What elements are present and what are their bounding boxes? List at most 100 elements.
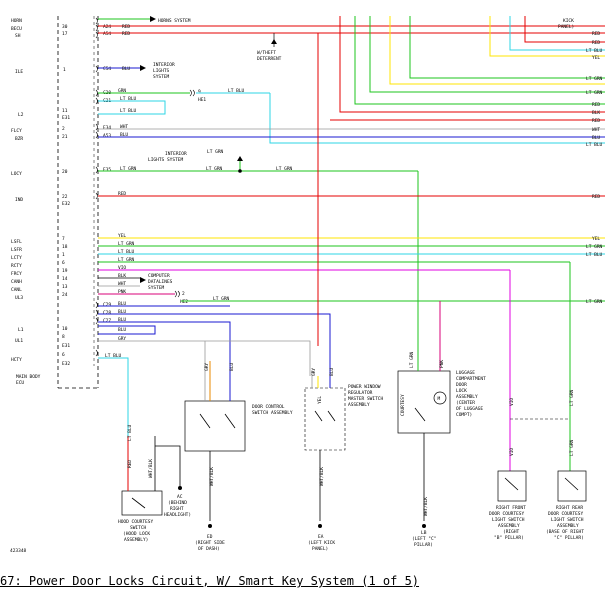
wire-label: LT GRN: [276, 166, 293, 172]
connector-label: A53: [103, 133, 111, 139]
pin-label: FRCY: [11, 271, 22, 277]
connector-label: E32: [62, 201, 70, 207]
vertical-label-courtesy: COURTESY: [400, 394, 406, 416]
connector-marker: [95, 317, 98, 325]
pin-number: 7: [62, 236, 65, 242]
pin-number: 21: [62, 134, 68, 140]
connector-marker: [95, 17, 98, 25]
label-pin2: 2: [182, 291, 185, 297]
label-interior-3: SYSTEM: [153, 74, 170, 80]
vertical-label-vio: VIO: [509, 448, 515, 456]
pin-number: 2: [62, 126, 65, 132]
label-lug-5: ASSEMBLY: [456, 394, 478, 400]
connector-marker: [95, 309, 98, 317]
vertical-label-gry: GRY: [204, 363, 210, 371]
label-ac-1: AC: [177, 494, 183, 500]
wire-label: PNK: [118, 289, 126, 295]
pin-label: BZR: [15, 136, 23, 142]
label-lug-7: OF LUGGAGE: [456, 406, 483, 412]
connector-marker: [95, 349, 98, 357]
right-label: RED: [592, 194, 600, 200]
right-label: YEL: [592, 236, 600, 242]
pin-label: CANL: [11, 287, 22, 293]
caption-text: 67: Power Door Locks Circuit, W/ Smart K…: [0, 574, 420, 588]
wire-ltgrn-right-3: [409, 16, 605, 79]
right-label: LT BLU: [586, 48, 603, 54]
pin-number: 19: [62, 268, 68, 274]
right-label-kick: KICK: [563, 18, 574, 24]
connector-marker: [95, 131, 98, 139]
arrow-comp: [140, 277, 146, 283]
right-labels: PANEL) RED RED LT BLU YEL LT GRN LT GRN …: [558, 24, 603, 305]
pin-number: 11: [62, 108, 68, 114]
label-comp-1: COMPUTER: [148, 273, 170, 279]
pin-label: FLCY: [11, 128, 22, 134]
right-label: RED: [592, 102, 600, 108]
theft-arrow-head: [271, 39, 277, 44]
pin-number: 17: [62, 31, 68, 37]
wire-label: LT BLU: [105, 353, 122, 359]
wire-label: BLU: [120, 132, 128, 138]
wire-label: BLU: [118, 301, 126, 307]
wire-label: VIO: [118, 265, 126, 271]
wire-label: LT GRN: [213, 296, 230, 302]
label-lug-4: LOCK: [456, 388, 467, 394]
pin-number: 30: [62, 24, 68, 30]
motor-symbol: [433, 391, 447, 405]
connector-marker: [95, 301, 98, 309]
wire-label: LT BLU: [120, 108, 137, 114]
wire-label: WHT: [118, 281, 126, 287]
label-hood-3: (HOOD LOCK: [123, 531, 150, 537]
connector-label: E31: [62, 115, 70, 121]
label-pw-1: POWER WINDOW: [348, 384, 381, 390]
vertical-label-red: RED: [127, 460, 133, 468]
label-rr-6: "C" PILLAR): [554, 535, 584, 541]
right-label: LT BLU: [586, 252, 603, 258]
label-lug-3: DOOR: [456, 382, 467, 388]
vertical-label-whtblk: WHT/BLK: [319, 467, 325, 486]
connector-marker: [95, 89, 98, 97]
label-lug-2: COMPARTMENT: [456, 376, 486, 382]
wire-yel-right: [489, 16, 605, 57]
connector-label: C27: [103, 318, 111, 324]
wire-label: LT GRN: [207, 149, 224, 155]
arrow-horn: [150, 16, 156, 22]
wire-label: BLU: [118, 327, 126, 333]
pin-number: 18: [62, 244, 68, 250]
ground-lb: [422, 524, 426, 528]
figure-id: 423348: [10, 548, 27, 554]
wire-label: BLU: [118, 309, 126, 315]
connector-label: E35: [103, 167, 111, 173]
vertical-label-gry: GRY: [311, 368, 317, 376]
wire-blu-c27: [98, 321, 231, 361]
label-comp-3: SYSTEM: [148, 285, 165, 291]
rf-switch-contact: [504, 477, 519, 491]
motor-label: M: [438, 396, 441, 402]
label-he1: HE1: [198, 97, 206, 103]
pin-number: 1: [63, 67, 66, 73]
connector-label: C28: [103, 310, 111, 316]
pin-label: CANH: [11, 279, 22, 285]
label-dcs-2: SWITCH ASSEMBLY: [252, 410, 293, 416]
wire-label: LT BLU: [120, 96, 137, 102]
pin-number: 8: [62, 334, 65, 340]
right-label: RED: [592, 40, 600, 46]
wire-yel-right-2: [389, 16, 605, 85]
label-pin9: 9: [198, 89, 201, 95]
hood-ground-route: [155, 445, 181, 486]
wire-label: LT BLU: [118, 249, 135, 255]
label-ils-1: INTERIOR: [165, 151, 187, 157]
label-ed-3: OF DASH): [198, 546, 220, 552]
pin-label: HCTY: [11, 357, 22, 363]
label-pw-2: REGULATOR: [348, 390, 373, 396]
label-lug-8: COMPT): [456, 412, 472, 418]
lug-switch: [414, 407, 426, 422]
label-ils-2: LIGHTS SYSTEM: [148, 157, 184, 163]
wire-red-right: [524, 16, 605, 43]
pin-label: LCTY: [11, 255, 22, 261]
pin-number: 24: [62, 292, 68, 298]
vertical-label-yel: YEL: [317, 396, 323, 404]
dcs-switch-2: [224, 413, 236, 429]
label-rr-5: (BASE OF RIGHT: [546, 529, 584, 535]
